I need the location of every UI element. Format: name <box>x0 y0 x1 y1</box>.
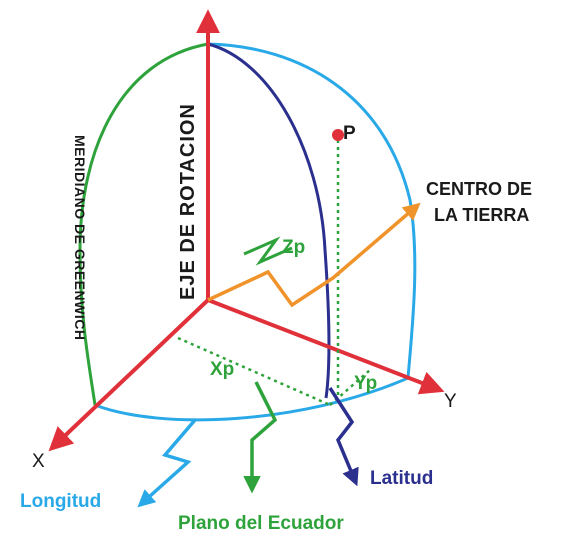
longitude-pointer <box>137 418 197 508</box>
center-earth-label-line1: CENTRO DE <box>426 179 533 199</box>
y-axis-label: Y <box>444 391 457 412</box>
equator-curve <box>94 376 409 422</box>
point-meridian-curve <box>207 42 331 399</box>
xp-projection-line <box>177 336 331 407</box>
zp-label: Zp <box>282 237 306 258</box>
y-axis <box>207 298 445 395</box>
longitude-label: Longitud <box>20 491 102 512</box>
rotation-axis-label: EJE DE ROTACION <box>177 103 199 300</box>
center-earth-label-line2: LA TIERRA <box>434 205 530 225</box>
xp-label: Xp <box>210 359 235 380</box>
latitude-label: Latitud <box>370 468 434 489</box>
point-p-label: P <box>343 123 356 144</box>
sphere-outline <box>207 42 417 379</box>
equator-plane-pointer <box>243 381 278 494</box>
equator-plane-label: Plano del Ecuador <box>178 513 344 534</box>
center-earth-pointer <box>207 202 421 308</box>
greenwich-meridian-curve <box>78 42 209 406</box>
x-axis <box>48 298 210 452</box>
yp-label: Yp <box>354 373 378 394</box>
latitude-pointer <box>328 387 359 487</box>
point-p-marker <box>332 129 344 141</box>
zp-pointer <box>243 236 293 266</box>
greenwich-meridian-label: MERIDIANO DE GREENWICH <box>72 135 88 341</box>
x-axis-label: X <box>32 451 45 472</box>
